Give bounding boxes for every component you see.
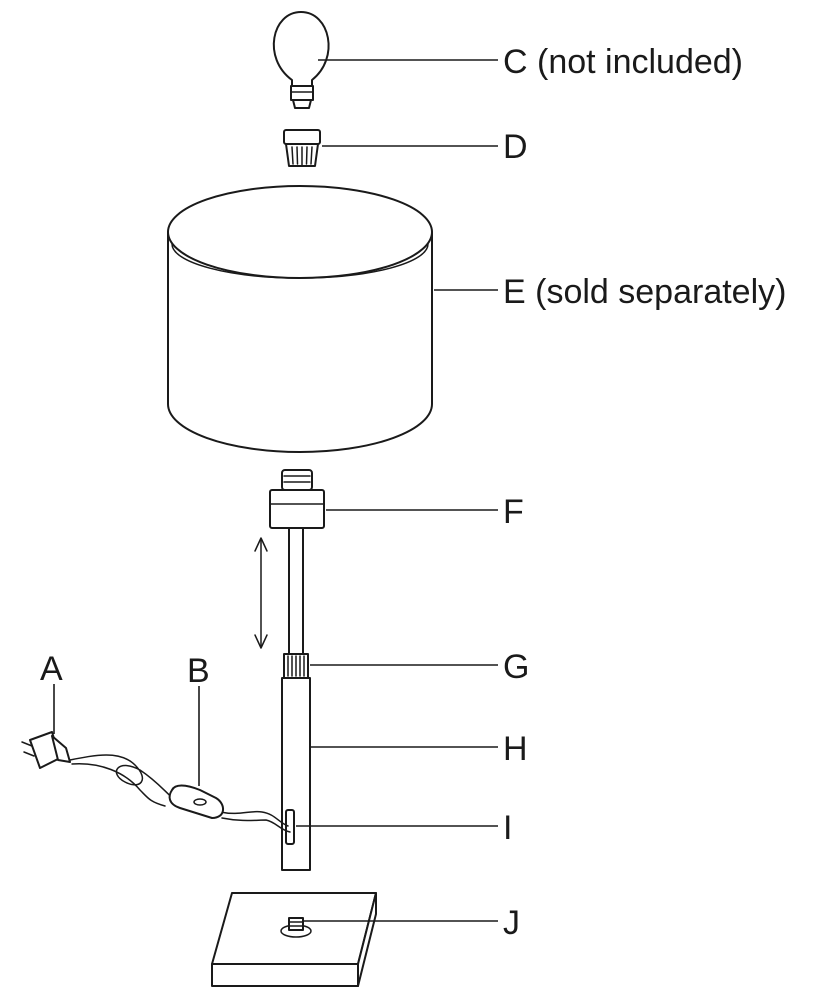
- square-base: [211, 892, 377, 987]
- lamp-holder: [269, 469, 325, 529]
- inner-rod: [288, 527, 304, 655]
- cable-clip: [285, 809, 295, 845]
- light-bulb: [272, 11, 330, 109]
- label-e: E (sold separately): [503, 273, 786, 311]
- label-i: I: [503, 809, 512, 847]
- power-cord: [69, 754, 291, 833]
- label-c: C (not included): [503, 43, 743, 81]
- height-adjust-arrow: [254, 537, 268, 649]
- label-j: J: [503, 904, 520, 942]
- stem-collar: [283, 653, 309, 679]
- label-a: A: [40, 650, 63, 688]
- label-b: B: [187, 652, 210, 690]
- shade-ring-nut: [283, 129, 321, 167]
- inline-switch: [168, 784, 224, 819]
- label-g: G: [503, 648, 529, 686]
- drum-lampshade: [167, 185, 433, 453]
- label-f: F: [503, 493, 524, 531]
- label-h: H: [503, 730, 528, 768]
- label-d: D: [503, 128, 528, 166]
- power-plug: [21, 731, 71, 769]
